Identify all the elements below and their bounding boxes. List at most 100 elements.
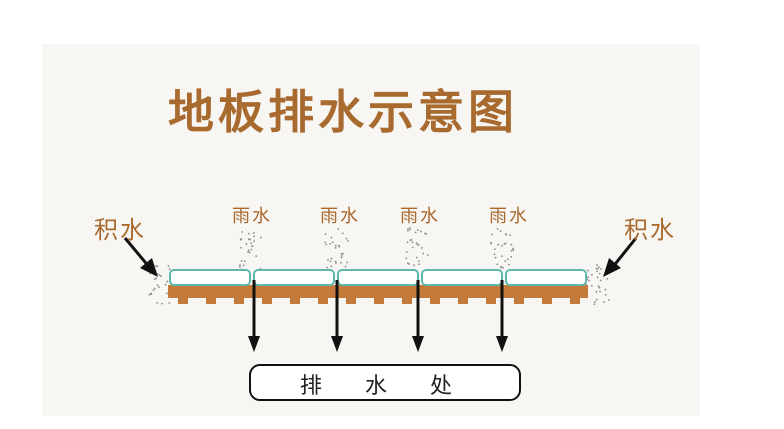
splash-dot: [153, 278, 156, 281]
splash-dot: [420, 247, 423, 249]
splash-dot: [340, 256, 343, 259]
splash-dot: [250, 248, 253, 251]
joist-tooth: [402, 298, 412, 304]
splash-dot: [240, 238, 243, 240]
splash-dot: [243, 260, 246, 263]
joist-tooth: [318, 298, 328, 304]
splash-dot: [604, 293, 607, 296]
splash-dot: [153, 287, 156, 290]
splash-dot: [502, 266, 504, 269]
splash-dot: [239, 266, 241, 268]
splash-dot: [497, 243, 500, 246]
splash-dot: [415, 256, 418, 259]
splash-dot: [593, 303, 596, 305]
joist-tooth: [458, 298, 468, 304]
drain-box: [249, 364, 521, 401]
splash-dot: [494, 256, 497, 259]
joist-tooth: [346, 298, 356, 304]
joist-tooth: [570, 298, 580, 304]
splash-dot: [424, 232, 426, 235]
splash-dot: [238, 264, 241, 267]
drain-arrows: [248, 280, 508, 352]
splash-dot: [598, 286, 601, 289]
splash-dot: [598, 266, 600, 269]
joist-tooth: [514, 298, 524, 304]
splash-dot: [406, 241, 409, 244]
splash-dot: [599, 268, 602, 270]
splash-dot: [510, 243, 513, 246]
splash-dot: [603, 301, 605, 303]
floor-joist: [168, 285, 588, 304]
splash-dot: [334, 244, 337, 247]
splash-dot: [242, 264, 245, 267]
splash-dot: [155, 265, 157, 268]
splash-dot: [599, 279, 602, 282]
splash-dot: [344, 265, 347, 268]
splash-dot: [248, 238, 251, 241]
splash-dot: [587, 276, 590, 279]
splash-dot: [500, 266, 503, 269]
splash-dot: [596, 267, 599, 270]
splash-dot: [512, 249, 515, 252]
background-card: [42, 44, 700, 416]
splash-dot: [161, 302, 164, 305]
splash-dot: [325, 243, 328, 246]
splash-dot: [409, 228, 411, 231]
splash-dot: [329, 260, 332, 263]
splash-dot: [418, 263, 420, 266]
splash-dot: [499, 230, 502, 232]
splash-dot: [330, 265, 333, 268]
splash-dot: [591, 273, 593, 276]
splash-dot: [166, 292, 168, 295]
splash-dot: [417, 260, 420, 263]
splash-dot: [150, 292, 153, 295]
splash-dot: [252, 232, 255, 234]
splash-dot: [409, 239, 412, 242]
splash-dot: [413, 264, 416, 267]
splash-dot: [426, 254, 429, 257]
splash-dot: [493, 253, 496, 256]
splash-dot: [595, 290, 598, 293]
splash-dot: [504, 260, 507, 263]
floor-panel: [421, 269, 503, 286]
splash-dot: [588, 279, 590, 282]
splash-dot: [158, 274, 161, 276]
drain-arrow: [496, 280, 508, 352]
splash-dot: [503, 242, 506, 245]
puddle-label-left: 积水: [94, 216, 146, 244]
splash-dot: [496, 227, 499, 230]
splash-dot: [245, 243, 248, 245]
splash-dot: [407, 229, 409, 232]
splash-dot: [596, 264, 598, 267]
drain-arrow-head: [412, 336, 424, 352]
splash-dot: [596, 276, 599, 279]
splash-dot: [168, 268, 171, 271]
splash-dot: [156, 301, 159, 304]
splash-dot: [324, 233, 327, 236]
joist-tooth: [206, 298, 216, 304]
rain-label-1: 雨水: [232, 206, 272, 227]
splash-dot: [155, 277, 157, 280]
splash-dot: [326, 266, 329, 269]
splash-dot: [324, 241, 327, 244]
joist-tooth: [234, 298, 244, 304]
joist-tooth: [262, 298, 272, 304]
splash-dot: [411, 241, 414, 244]
drain-arrow-head: [331, 336, 343, 352]
joist-tooth: [486, 298, 496, 304]
splash-dot: [496, 263, 499, 266]
splash-dot: [239, 246, 242, 249]
drain-arrow-head: [248, 336, 260, 352]
splash-dot: [598, 272, 601, 275]
joist-tooth: [374, 298, 384, 304]
splash-dot: [156, 284, 159, 287]
splash-dot: [409, 227, 411, 229]
splash-dot: [417, 243, 420, 246]
puddle-arrow-left: [123, 237, 158, 277]
splash-dot: [587, 269, 589, 272]
splash-dot: [340, 252, 343, 255]
splash-dot: [164, 283, 167, 286]
splash-dot: [327, 258, 329, 261]
